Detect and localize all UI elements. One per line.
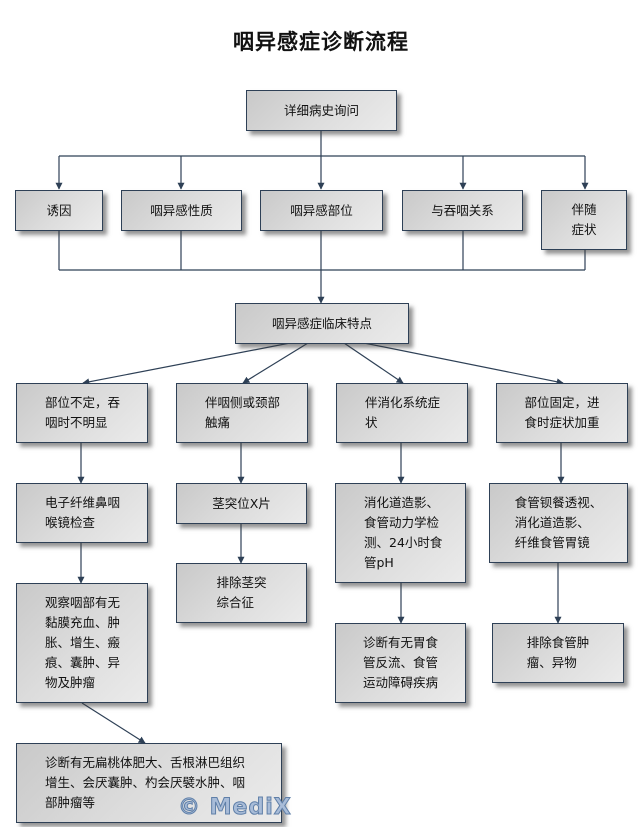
node-c4: 部位固定，进 食时症状加重 — [496, 383, 628, 443]
edge-to-c4 — [363, 342, 564, 386]
node-o1: 观察咽部有无 黏膜充血、肿 胀、增生、瘢 痕、囊肿、异 物及肿瘤 — [16, 583, 148, 703]
node-swallow: 与吞咽关系 — [402, 190, 523, 231]
node-nature: 咽异感性质 — [121, 190, 242, 231]
node-c1: 部位不定，吞 咽时不明显 — [16, 383, 148, 443]
node-accompany: 伴随 症状 — [541, 190, 627, 250]
diagram-title: 咽异感症诊断流程 — [233, 30, 409, 54]
node-cause: 诱因 — [15, 190, 103, 231]
edge-to-c2 — [242, 342, 309, 384]
node-e4: 食管钡餐透视、 消化道造影、 纤维食管胃镜 — [489, 483, 628, 563]
node-location: 咽异感部位 — [260, 190, 383, 231]
node-clinical: 咽异感症临床特点 — [235, 303, 409, 344]
node-c3: 伴消化系统症 状 — [336, 383, 468, 443]
node-e2: 茎突位X片 — [176, 483, 307, 524]
node-e3: 消化道造影、 食管动力学检 测、24小时食 管pH — [335, 483, 466, 583]
node-d1: 诊断有无扁桃体肥大、舌根淋巴组织 增生、会厌囊肿、杓会厌襞水肿、咽 部肿瘤等 — [16, 743, 282, 823]
edge-o1-d1 — [81, 702, 146, 744]
node-e1: 电子纤维鼻咽 喉镜检查 — [16, 483, 148, 543]
node-o2: 排除茎突 综合征 — [176, 563, 307, 623]
node-o3: 诊断有无胃食 管反流、食管 运动障碍疾病 — [335, 623, 466, 703]
node-c2: 伴咽侧或颈部 触痛 — [176, 383, 308, 443]
edge-to-c1 — [82, 342, 291, 386]
node-history: 详细病史询问 — [246, 90, 397, 131]
watermark-logo: © MediX — [178, 795, 292, 821]
edge-to-c3 — [343, 342, 404, 384]
node-o4: 排除食管肿 瘤、异物 — [492, 623, 624, 683]
